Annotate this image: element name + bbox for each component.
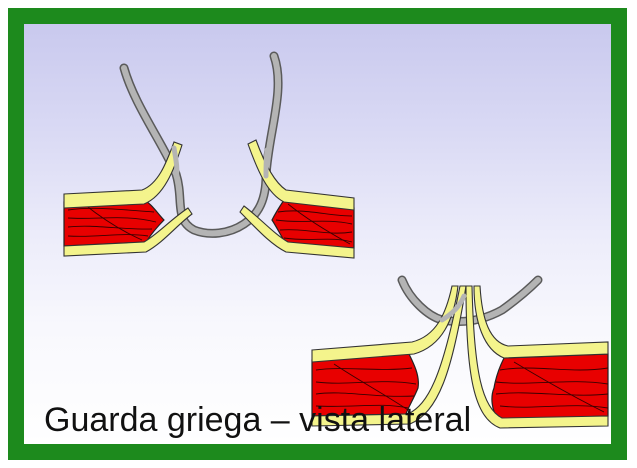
- left-fascia-top-tight: [312, 286, 458, 362]
- right-muscle-block-tight: [492, 354, 608, 420]
- suture-thread-over-right: [266, 150, 267, 176]
- slide-caption: Guarda griega – vista lateral: [44, 401, 471, 440]
- suture-thread-over: [174, 148, 177, 176]
- suture-illustration: [24, 24, 611, 444]
- slide-canvas: Guarda griega – vista lateral: [24, 24, 611, 444]
- right-fascia-top-tight: [474, 286, 608, 358]
- figure-suture-before-tightening: [64, 56, 354, 258]
- slide-frame: Guarda griega – vista lateral: [8, 8, 627, 460]
